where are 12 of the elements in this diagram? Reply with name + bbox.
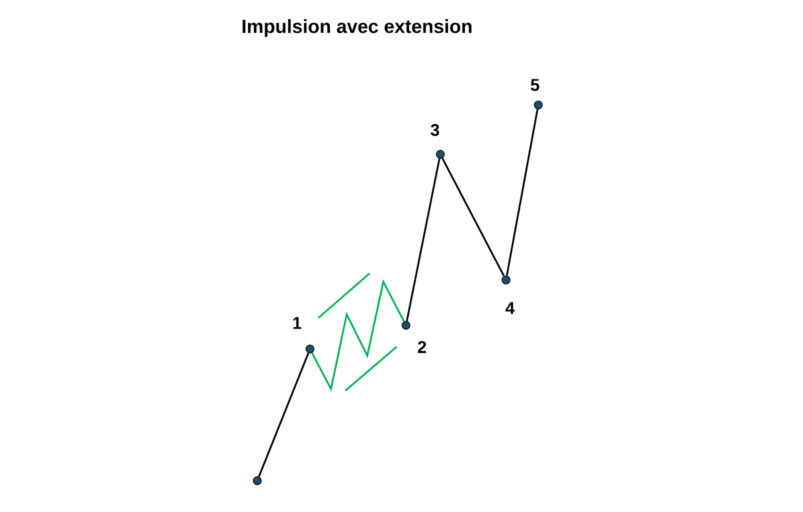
wave-number: 1 (293, 317, 302, 329)
wave-line (258, 352, 310, 477)
wave-number: 3 (430, 124, 440, 136)
wave-number: 2 (418, 341, 426, 353)
wave-line (506, 109, 538, 276)
wave-number: 5 (530, 79, 540, 91)
wave-line (442, 158, 505, 277)
wave-line (406, 158, 440, 322)
wave-number: 4 (506, 302, 515, 314)
title: Impulsion avec extension (242, 19, 472, 37)
wave-line (311, 279, 405, 392)
wave-point (252, 476, 262, 486)
